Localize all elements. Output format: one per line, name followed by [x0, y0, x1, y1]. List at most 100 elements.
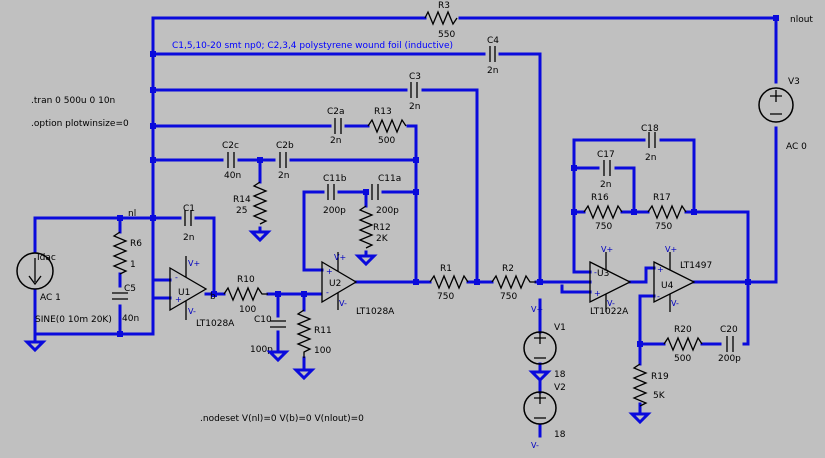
- capacitor-c18[interactable]: C18 2n: [641, 124, 659, 163]
- capacitor-c2a[interactable]: C2a 2n: [327, 107, 345, 146]
- net-label-b: b: [210, 292, 216, 302]
- capacitor-c10[interactable]: C10 100p: [250, 315, 286, 355]
- directive-nodeset: .nodeset V(nl)=0 V(b)=0 V(nlout)=0: [200, 414, 364, 424]
- svg-text:-: -: [175, 273, 178, 282]
- ground-r19: [628, 412, 652, 425]
- svg-text:C3: C3: [409, 72, 421, 82]
- resistor-r17[interactable]: R17 750: [647, 193, 687, 232]
- svg-text:2n: 2n: [278, 171, 289, 181]
- resistor-r6[interactable]: R6 1: [112, 231, 142, 275]
- resistor-r11[interactable]: R11 100: [296, 309, 332, 358]
- capacitor-c2b[interactable]: C2b 2n: [276, 141, 294, 181]
- resistor-r13[interactable]: R13 500: [367, 107, 407, 146]
- svg-text:C11b: C11b: [323, 174, 347, 184]
- resistor-r20[interactable]: R20 500: [663, 325, 703, 364]
- ground-c10: [266, 350, 290, 363]
- svg-text:U1: U1: [178, 288, 190, 298]
- capacitor-c4[interactable]: C4 2n: [487, 36, 499, 76]
- svg-text:100: 100: [314, 346, 331, 356]
- svg-text:18: 18: [554, 370, 566, 380]
- svg-text:V+: V+: [188, 259, 200, 268]
- capacitor-c2c[interactable]: C2c 40n: [222, 141, 241, 181]
- svg-text:100: 100: [239, 305, 256, 315]
- svg-text:C20: C20: [720, 325, 738, 335]
- svg-text:500: 500: [674, 354, 691, 364]
- svg-text:R10: R10: [237, 275, 255, 285]
- resistor-r3[interactable]: R3 550: [424, 1, 458, 40]
- capacitor-c11a[interactable]: C11a 200p: [371, 174, 401, 216]
- svg-text:200p: 200p: [376, 206, 399, 216]
- svg-text:R3: R3: [438, 1, 450, 11]
- resistor-r10[interactable]: R10 100: [223, 275, 268, 315]
- capacitor-c5[interactable]: C5 40n: [112, 284, 139, 324]
- svg-text:2n: 2n: [487, 66, 498, 76]
- voltage-source-v2[interactable]: V2 18 V-: [523, 383, 566, 450]
- capacitor-c17[interactable]: C17 2n: [597, 150, 615, 190]
- svg-text:2n: 2n: [183, 233, 194, 243]
- svg-text:V+: V+: [601, 245, 613, 254]
- svg-text:R12: R12: [373, 223, 391, 233]
- directive-tran: .tran 0 500u 0 10n: [31, 96, 115, 106]
- ground-r12: [354, 254, 378, 267]
- svg-text:750: 750: [655, 222, 672, 232]
- svg-text:750: 750: [437, 292, 454, 302]
- svg-text:C5: C5: [124, 284, 136, 294]
- voltage-source-v3[interactable]: V3 AC 0: [758, 77, 807, 152]
- schematic-comment: C1,5,10-20 smt np0; C2,3,4 polystyrene w…: [172, 41, 453, 51]
- svg-text:-: -: [594, 268, 597, 277]
- svg-text:V-: V-: [339, 299, 347, 308]
- svg-text:C2b: C2b: [276, 141, 294, 151]
- svg-text:2n: 2n: [600, 180, 611, 190]
- capacitor-c20[interactable]: C20 200p: [718, 325, 741, 364]
- resistor-r14[interactable]: R14 25: [233, 181, 268, 225]
- svg-text:550: 550: [438, 30, 455, 40]
- svg-text:LT1497: LT1497: [680, 261, 712, 271]
- svg-text:V-: V-: [607, 299, 615, 308]
- svg-text:40n: 40n: [122, 314, 139, 324]
- net-label-nlout: nlout: [790, 15, 813, 25]
- svg-text:200p: 200p: [718, 354, 741, 364]
- voltage-source-v1[interactable]: V+ V1 18: [523, 305, 566, 380]
- svg-text:C11a: C11a: [378, 174, 401, 184]
- svg-text:V-: V-: [531, 441, 539, 450]
- svg-text:40n: 40n: [224, 171, 241, 181]
- svg-text:+: +: [326, 267, 333, 276]
- resistor-r19[interactable]: R19 5K: [632, 363, 669, 407]
- svg-text:V+: V+: [334, 253, 346, 262]
- resistor-r12[interactable]: R12 2K: [358, 205, 391, 249]
- svg-text:18: 18: [554, 430, 566, 440]
- svg-text:U4: U4: [661, 281, 674, 291]
- resistor-r16[interactable]: R16 750: [583, 193, 623, 232]
- svg-text:V3: V3: [788, 77, 800, 87]
- capacitor-c11b[interactable]: C11b 200p: [323, 174, 347, 216]
- opamp-u2[interactable]: + - V+ V- U2 LT1028A: [321, 252, 395, 317]
- opamp-u3[interactable]: - + V+ V- U3 LT1022A: [589, 245, 632, 317]
- opamp-u4[interactable]: + - V+ V- U4 LT1497: [653, 245, 712, 312]
- svg-text:V-: V-: [188, 307, 196, 316]
- svg-text:Idac: Idac: [37, 253, 56, 263]
- svg-text:R14: R14: [233, 195, 251, 205]
- resistor-r1[interactable]: R1 750: [429, 264, 469, 302]
- svg-text:LT1022A: LT1022A: [590, 307, 629, 317]
- ground-r11: [292, 368, 316, 381]
- junction-dots: [117, 15, 779, 347]
- svg-text:R17: R17: [653, 193, 671, 203]
- svg-text:R6: R6: [130, 239, 142, 249]
- opamp-u1[interactable]: - + V+ V- U1 LT1028A: [169, 256, 235, 329]
- svg-text:2n: 2n: [645, 153, 656, 163]
- svg-text:V+: V+: [665, 245, 677, 254]
- capacitor-c3[interactable]: C3 2n: [409, 72, 421, 112]
- svg-text:U2: U2: [329, 279, 341, 289]
- svg-text:C4: C4: [487, 36, 499, 46]
- ground-r14: [248, 230, 272, 243]
- capacitor-c1[interactable]: C1 2n: [183, 204, 195, 243]
- resistor-r2[interactable]: R2 750: [491, 264, 536, 302]
- svg-text:-: -: [326, 288, 329, 297]
- svg-text:+: +: [657, 265, 664, 274]
- current-source-idac[interactable]: Idac AC 1 SINE(0 10m 20K): [16, 252, 112, 325]
- svg-text:C10: C10: [254, 315, 272, 325]
- svg-text:C2a: C2a: [327, 107, 345, 117]
- svg-text:C17: C17: [597, 150, 615, 160]
